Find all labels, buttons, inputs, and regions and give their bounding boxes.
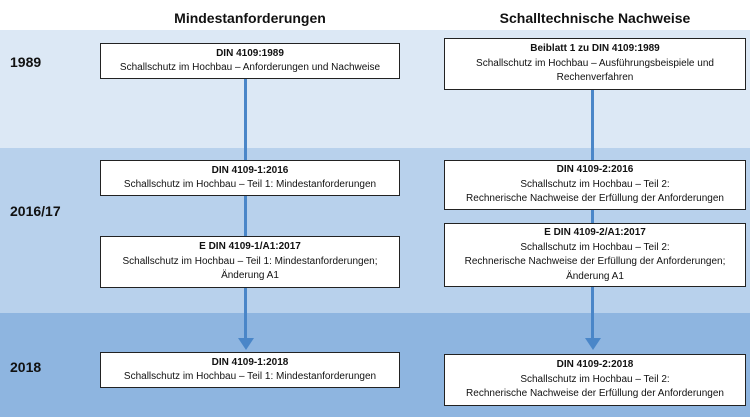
box-title: DIN 4109:1989 — [216, 47, 284, 59]
header-band — [0, 0, 750, 30]
box-text: Änderung A1 — [221, 270, 279, 282]
box-din4109-1989: DIN 4109:1989 Schallschutz im Hochbau – … — [100, 43, 400, 79]
box-din4109-1-2016: DIN 4109-1:2016 Schallschutz im Hochbau … — [100, 160, 400, 196]
connector-line-right — [591, 88, 594, 340]
year-label-1989: 1989 — [10, 54, 42, 70]
year-label-2016-17: 2016/17 — [10, 203, 61, 219]
column-heading-right: Schalltechnische Nachweise — [499, 10, 691, 26]
box-text: Schallschutz im Hochbau – Teil 2: — [520, 178, 670, 190]
box-text: Rechenverfahren — [556, 72, 634, 84]
box-title: DIN 4109-2:2018 — [556, 359, 634, 371]
box-beiblatt1-1989: Beiblatt 1 zu DIN 4109:1989 Schallschutz… — [444, 38, 746, 90]
box-e-din4109-1-a1-2017: E DIN 4109-1/A1:2017 Schallschutz im Hoc… — [100, 236, 400, 288]
box-title: DIN 4109-1:2018 — [211, 356, 289, 368]
box-title: DIN 4109-2:2016 — [556, 164, 634, 176]
box-text: Rechnerische Nachweise der Erfüllung der… — [464, 256, 726, 267]
box-din4109-2-2018: DIN 4109-2:2018 Schallschutz im Hochbau … — [444, 354, 746, 406]
box-text: Schallschutz im Hochbau – Teil 2: — [520, 241, 670, 253]
box-din4109-2-2016: DIN 4109-2:2016 Schallschutz im Hochbau … — [444, 160, 746, 210]
box-title: E DIN 4109-2/A1:2017 — [544, 227, 646, 238]
box-text: Rechnerische Nachweise der Erfüllung der… — [466, 193, 724, 205]
box-title: DIN 4109-1:2016 — [211, 164, 289, 176]
box-e-din4109-2-a1-2017: E DIN 4109-2/A1:2017 Schallschutz im Hoc… — [444, 223, 746, 287]
box-text: Schallschutz im Hochbau – Anforderungen … — [119, 62, 381, 73]
box-text: Schallschutz im Hochbau – Teil 1: Mindes… — [123, 179, 377, 190]
box-title: Beiblatt 1 zu DIN 4109:1989 — [530, 43, 660, 55]
box-text: Änderung A1 — [566, 270, 624, 282]
box-title: E DIN 4109-1/A1:2017 — [199, 241, 301, 253]
year-label-2018: 2018 — [10, 359, 42, 375]
box-text: Schallschutz im Hochbau – Teil 2: — [520, 373, 670, 385]
box-text: Schallschutz im Hochbau – Ausführungsbei… — [476, 57, 714, 69]
arrow-down-right-icon — [585, 338, 601, 350]
box-text: Schallschutz im Hochbau – Teil 1: Mindes… — [122, 255, 378, 267]
column-heading-left: Mindestanforderungen — [174, 10, 326, 26]
arrow-down-left-icon — [238, 338, 254, 350]
box-din4109-1-2018: DIN 4109-1:2018 Schallschutz im Hochbau … — [100, 352, 400, 388]
box-text: Rechnerische Nachweise der Erfüllung der… — [466, 388, 724, 400]
connector-line-left — [244, 78, 247, 340]
box-text: Schallschutz im Hochbau – Teil 1: Mindes… — [123, 371, 377, 382]
